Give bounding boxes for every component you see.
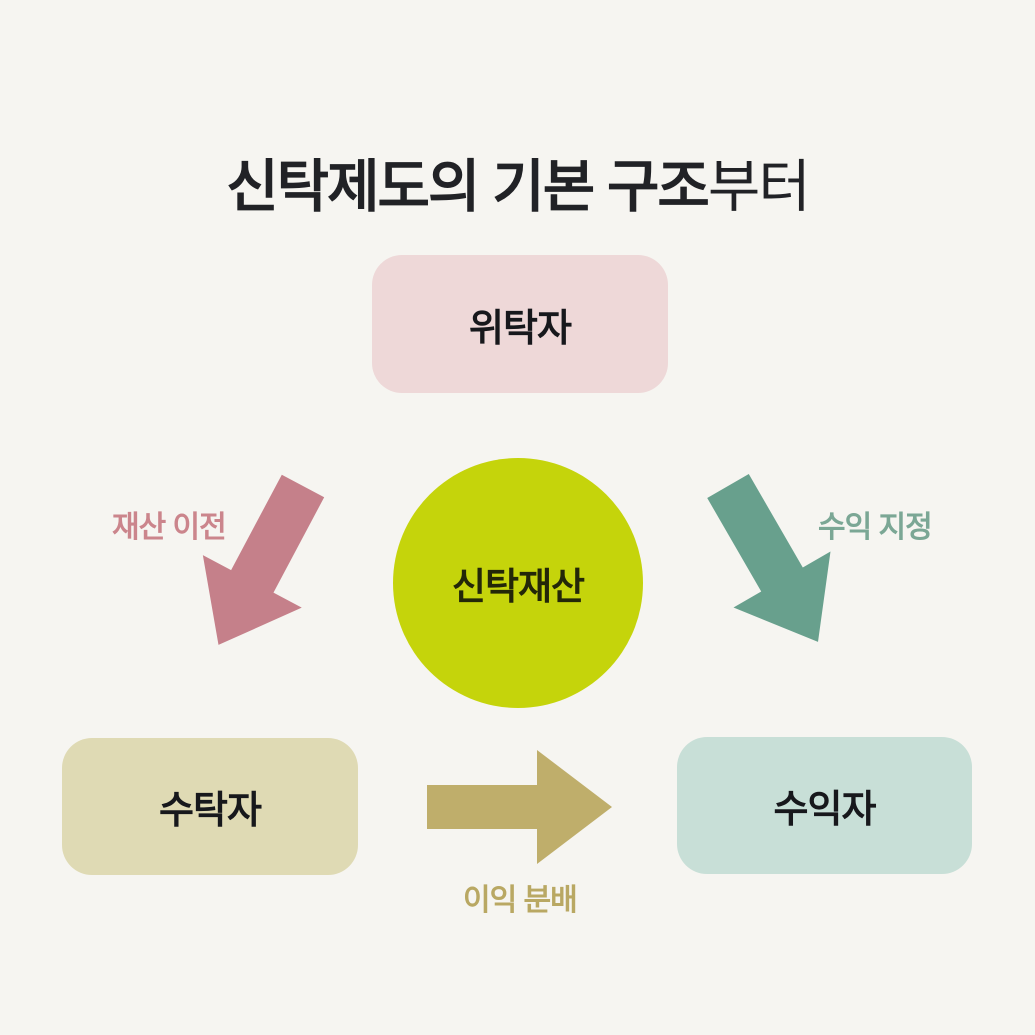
page-title-suffix: 부터 <box>707 155 811 220</box>
page-title: 신탁제도의 기본 구조부터 <box>0 156 1035 219</box>
node-settlor-label: 위탁자 <box>469 307 572 350</box>
designation-arrow-label: 수익 지정 <box>818 511 933 544</box>
distribution-arrow-icon <box>427 750 612 864</box>
transfer-arrow-icon <box>202 474 325 645</box>
transfer-arrow-label: 재산 이전 <box>112 511 227 544</box>
designation-arrow-icon <box>707 474 831 642</box>
node-beneficiary-label: 수익자 <box>773 789 877 831</box>
node-trustee: 수탁자 <box>62 738 358 875</box>
page-title-emphasis: 신탁제도의 기본 구조 <box>226 155 710 220</box>
distribution-arrow-label: 이익 분배 <box>463 884 578 917</box>
node-trust-asset: 신탁재산 <box>393 458 643 708</box>
node-trust-asset-label: 신탁재산 <box>451 566 585 607</box>
node-settlor: 위탁자 <box>372 255 668 393</box>
node-beneficiary: 수익자 <box>677 737 972 874</box>
node-trustee-label: 수탁자 <box>159 790 262 832</box>
